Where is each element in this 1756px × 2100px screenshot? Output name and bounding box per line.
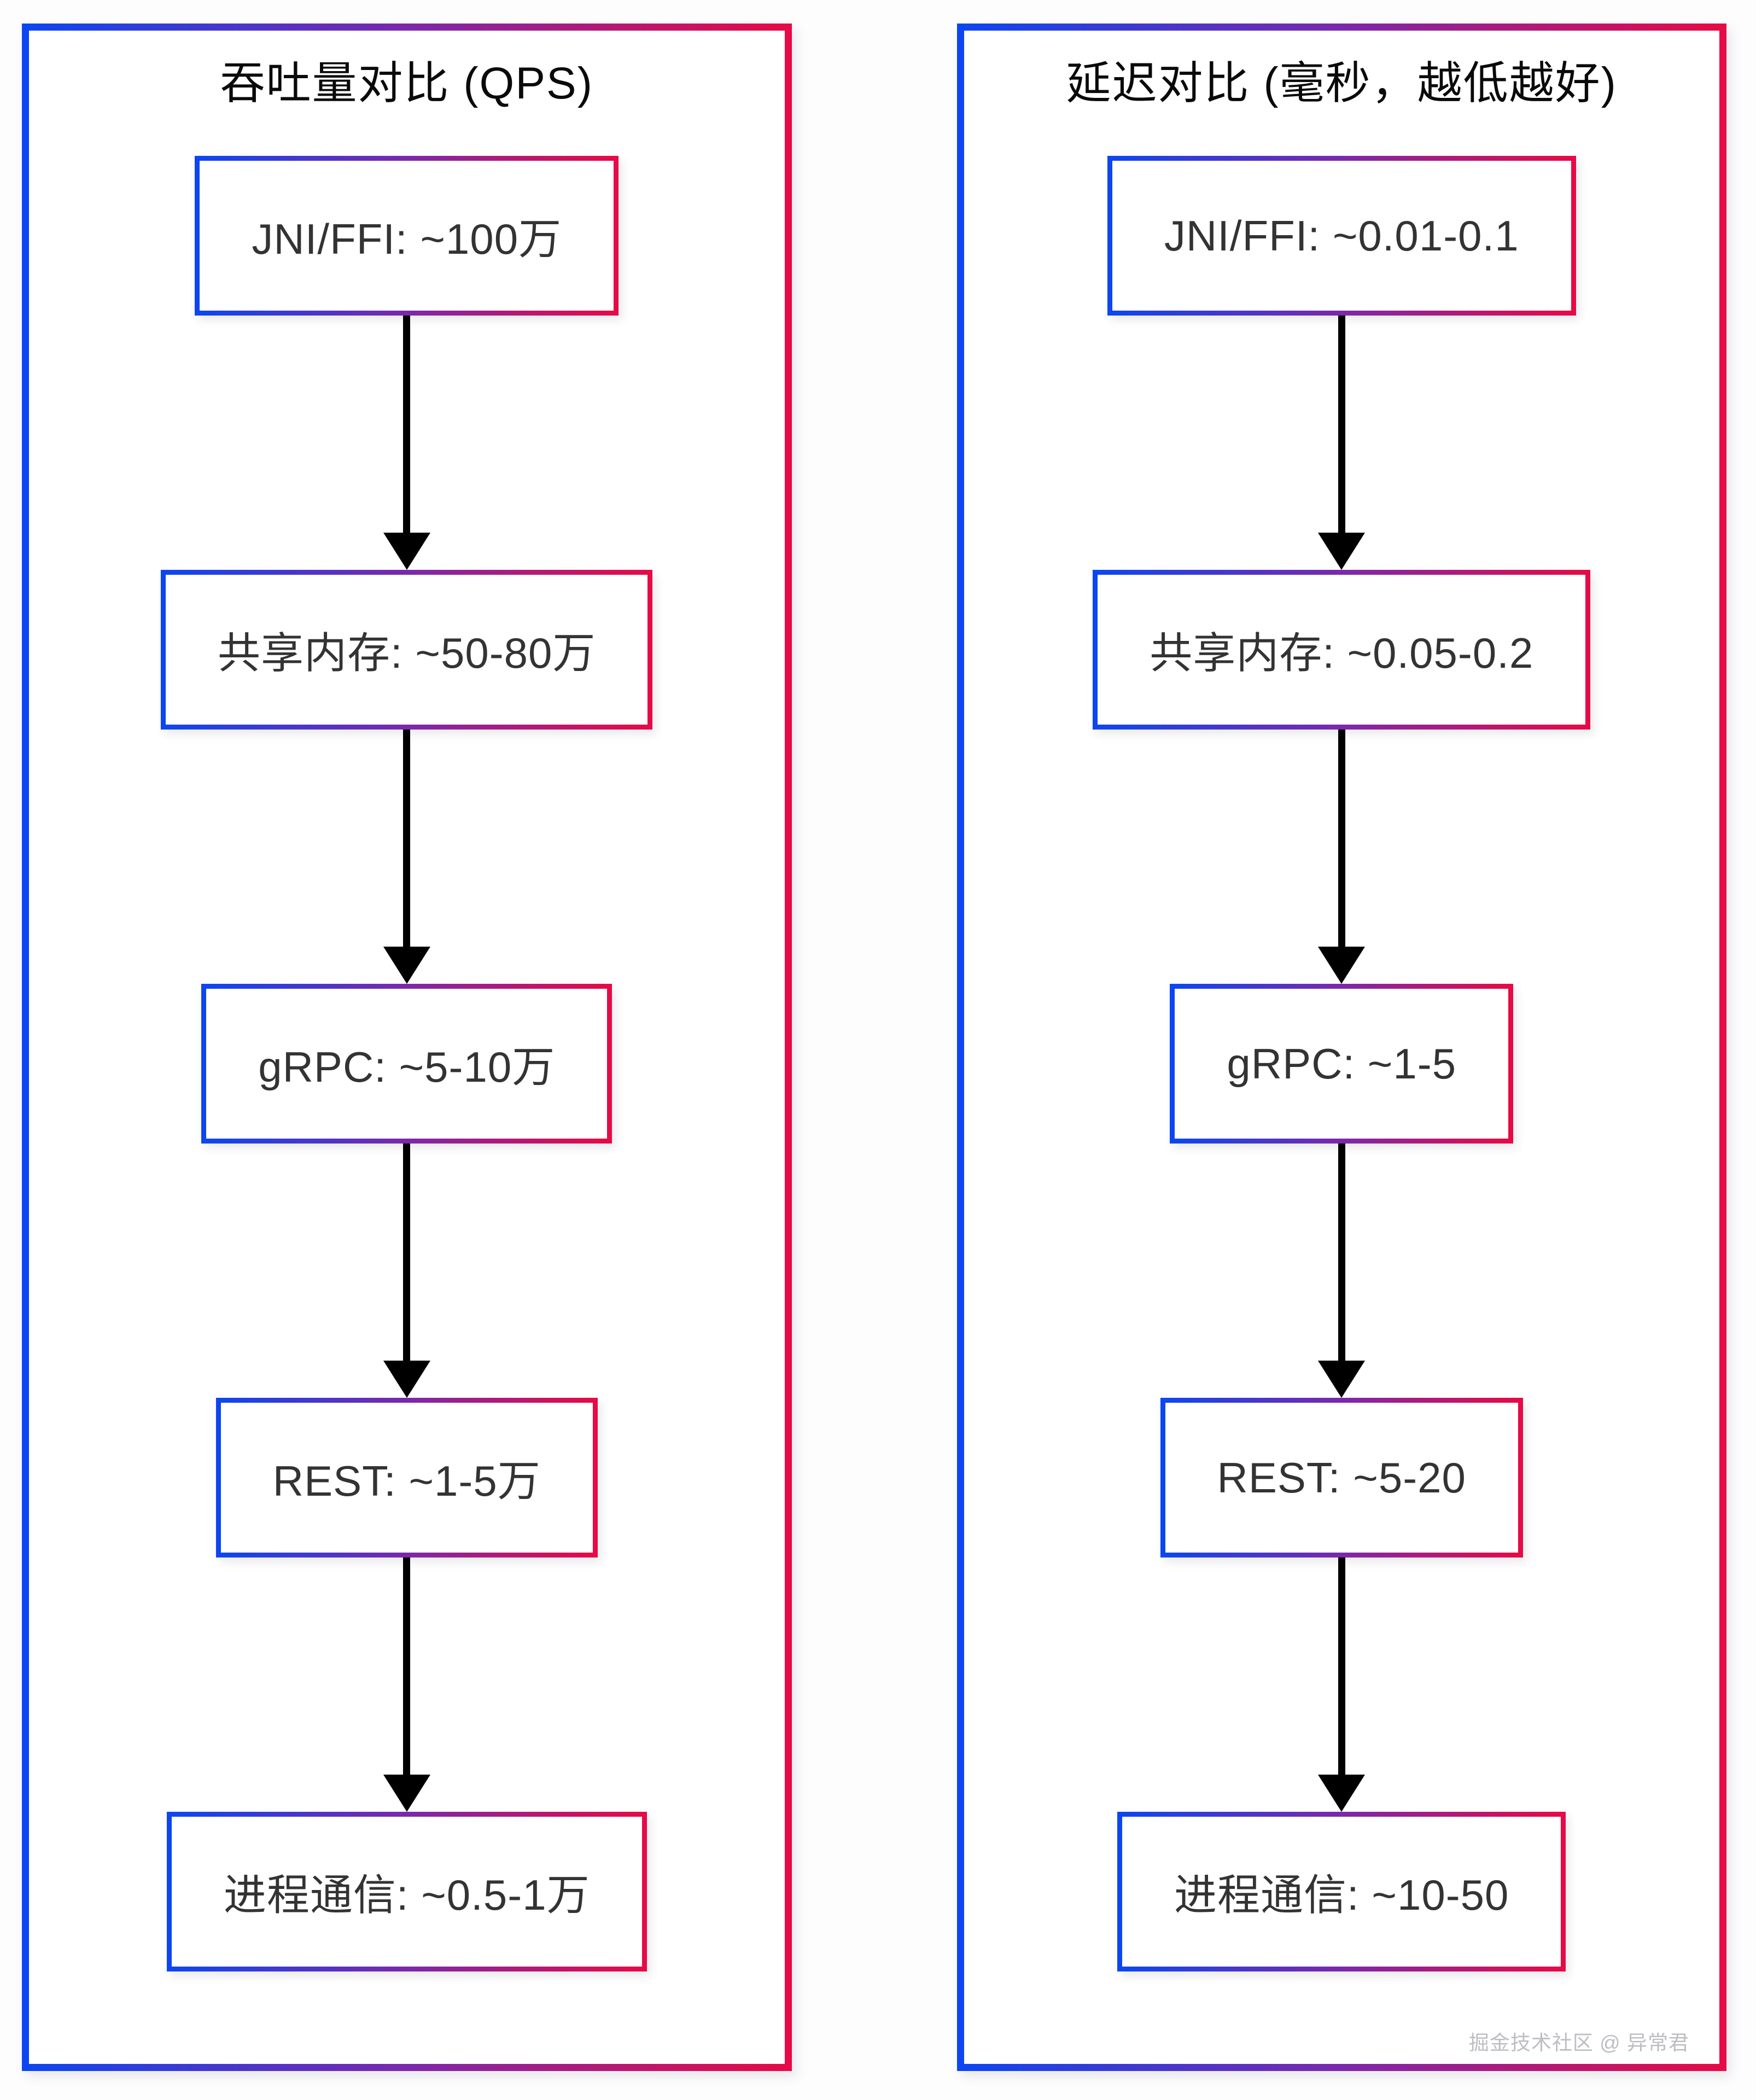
arrow-head xyxy=(1318,1361,1366,1398)
arrow-shaft xyxy=(1338,730,1345,947)
flow-node: 共享内存: ~0.05-0.2 xyxy=(1093,570,1591,730)
arrow-head xyxy=(1318,1775,1366,1812)
flow-node-label: 共享内存: ~50-80万 xyxy=(218,629,596,678)
flow-node: JNI/FFI: ~0.01-0.1 xyxy=(1107,156,1576,316)
down-arrow-icon xyxy=(1318,316,1366,570)
flow-column: JNI/FFI: ~100万 共享内存: ~50-80万 gRPC: ~5-10… xyxy=(161,156,653,1972)
panel-throughput: 吞吐量对比 (QPS) JNI/FFI: ~100万 共享内存: ~50-80万… xyxy=(22,24,792,2071)
down-arrow-icon xyxy=(383,1144,430,1398)
panel-latency: 延迟对比 (毫秒，越低越好) JNI/FFI: ~0.01-0.1 共享内存: … xyxy=(956,24,1726,2071)
arrow-shaft xyxy=(1338,1558,1345,1775)
arrow-head xyxy=(383,947,430,984)
flow-column: JNI/FFI: ~0.01-0.1 共享内存: ~0.05-0.2 gRPC:… xyxy=(1093,156,1591,1972)
flow-node: JNI/FFI: ~100万 xyxy=(195,156,619,316)
flow-node-label: gRPC: ~5-10万 xyxy=(258,1043,556,1092)
flow-node: REST: ~1-5万 xyxy=(215,1398,598,1558)
down-arrow-icon xyxy=(1318,730,1366,984)
down-arrow-icon xyxy=(1318,1558,1366,1812)
flow-node-label: JNI/FFI: ~100万 xyxy=(252,215,562,264)
flow-node: gRPC: ~5-10万 xyxy=(201,984,612,1144)
down-arrow-icon xyxy=(1318,1144,1366,1398)
flow-node-label: 共享内存: ~0.05-0.2 xyxy=(1150,629,1534,678)
flow-node: 共享内存: ~50-80万 xyxy=(161,570,653,730)
down-arrow-icon xyxy=(383,730,430,984)
flow-node-label: REST: ~5-20 xyxy=(1217,1453,1466,1502)
arrow-shaft xyxy=(403,1144,411,1361)
flow-node-label: REST: ~1-5万 xyxy=(272,1457,541,1506)
arrow-head xyxy=(383,1775,430,1812)
watermark: 掘金技术社区 @ 异常君 xyxy=(1468,2032,1689,2054)
flow-node-label: 进程通信: ~10-50 xyxy=(1174,1871,1509,1920)
down-arrow-icon xyxy=(383,316,430,570)
arrow-shaft xyxy=(403,730,411,947)
arrow-shaft xyxy=(1338,316,1345,533)
arrow-shaft xyxy=(1338,1144,1345,1361)
panel-title-latency: 延迟对比 (毫秒，越低越好) xyxy=(1066,59,1617,108)
panel-title-throughput: 吞吐量对比 (QPS) xyxy=(220,59,594,108)
down-arrow-icon xyxy=(383,1558,430,1812)
flow-node: gRPC: ~1-5 xyxy=(1170,984,1514,1144)
flow-node: 进程通信: ~10-50 xyxy=(1117,1812,1566,1972)
arrow-shaft xyxy=(403,1558,411,1775)
flow-node-label: 进程通信: ~0.5-1万 xyxy=(223,1871,590,1920)
flow-node: 进程通信: ~0.5-1万 xyxy=(166,1812,647,1972)
arrow-head xyxy=(383,1361,430,1398)
arrow-head xyxy=(1318,533,1366,570)
arrow-shaft xyxy=(403,316,411,533)
flow-node: REST: ~5-20 xyxy=(1160,1398,1523,1558)
flow-node-label: gRPC: ~1-5 xyxy=(1227,1039,1457,1088)
flow-node-label: JNI/FFI: ~0.01-0.1 xyxy=(1164,211,1519,260)
arrow-head xyxy=(1318,947,1366,984)
arrow-head xyxy=(383,533,430,570)
